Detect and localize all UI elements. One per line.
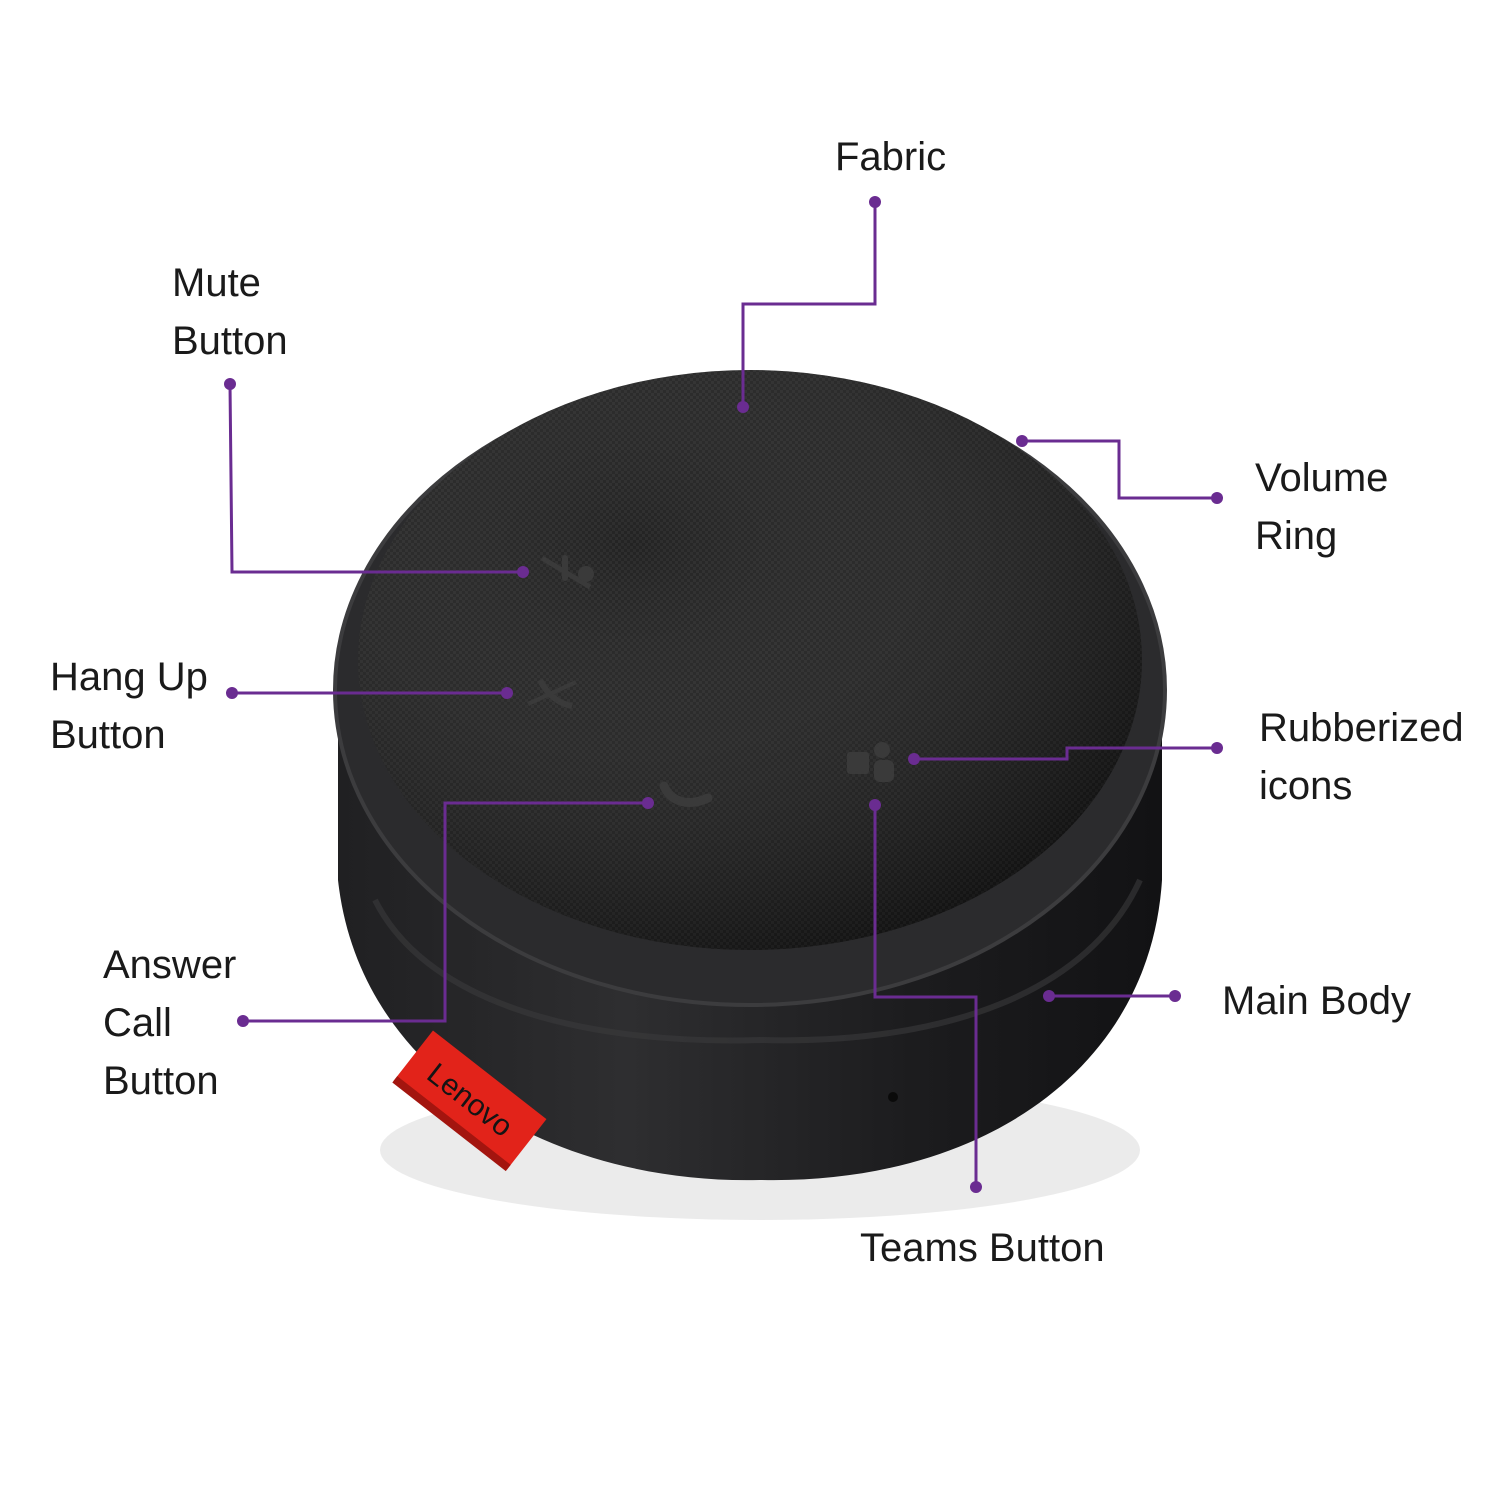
fabric-shading <box>358 370 1142 950</box>
label-hang-up-line-1: Hang Up <box>50 655 208 699</box>
label-volume-ring: Volume Ring <box>1255 449 1388 565</box>
leader-answer <box>243 801 648 1023</box>
label-rubberized-line-1: Rubberized <box>1259 706 1464 750</box>
label-volume-line-1: Volume <box>1255 456 1389 500</box>
label-teams-button: Teams Button <box>860 1219 1105 1277</box>
label-fabric-text: Fabric <box>835 135 947 179</box>
mute-icon[interactable] <box>540 555 594 590</box>
label-hang-up-line-2: Button <box>50 713 166 757</box>
label-mute-line-2: Button <box>172 319 288 363</box>
label-mute-line-1: Mute <box>172 261 261 305</box>
label-mute-button: Mute Button <box>172 254 288 370</box>
label-teams-text: Teams Button <box>860 1226 1105 1270</box>
leader-mute <box>228 383 523 574</box>
leader-teams <box>873 805 978 1187</box>
leader-rubberized <box>914 746 1217 761</box>
hang-up-icon[interactable] <box>527 678 577 709</box>
leader-fabric <box>741 202 877 407</box>
teams-icon[interactable] <box>847 742 894 782</box>
label-main-body-text: Main Body <box>1222 979 1411 1023</box>
speaker-device: Lenovo <box>333 370 1167 1220</box>
answer-call-icon[interactable] <box>659 781 713 807</box>
label-answer-line-2: Call <box>103 1001 172 1045</box>
leader-volume <box>1022 439 1217 500</box>
label-rubberized-line-2: icons <box>1259 764 1353 808</box>
leader-lines <box>228 202 1217 1187</box>
label-answer-call-button: Answer Call Button <box>103 936 236 1110</box>
label-answer-line-3: Button <box>103 1059 219 1103</box>
microphone-hole <box>888 1092 898 1102</box>
label-hang-up-button: Hang Up Button <box>50 648 208 764</box>
label-rubberized-icons: Rubberized icons <box>1259 699 1464 815</box>
label-answer-line-1: Answer <box>103 943 237 987</box>
leader-dots <box>224 196 1223 1193</box>
main-body-lower-band <box>372 878 1143 1044</box>
label-fabric: Fabric <box>835 128 946 186</box>
label-main-body: Main Body <box>1222 972 1411 1030</box>
label-volume-line-2: Ring <box>1255 514 1338 558</box>
